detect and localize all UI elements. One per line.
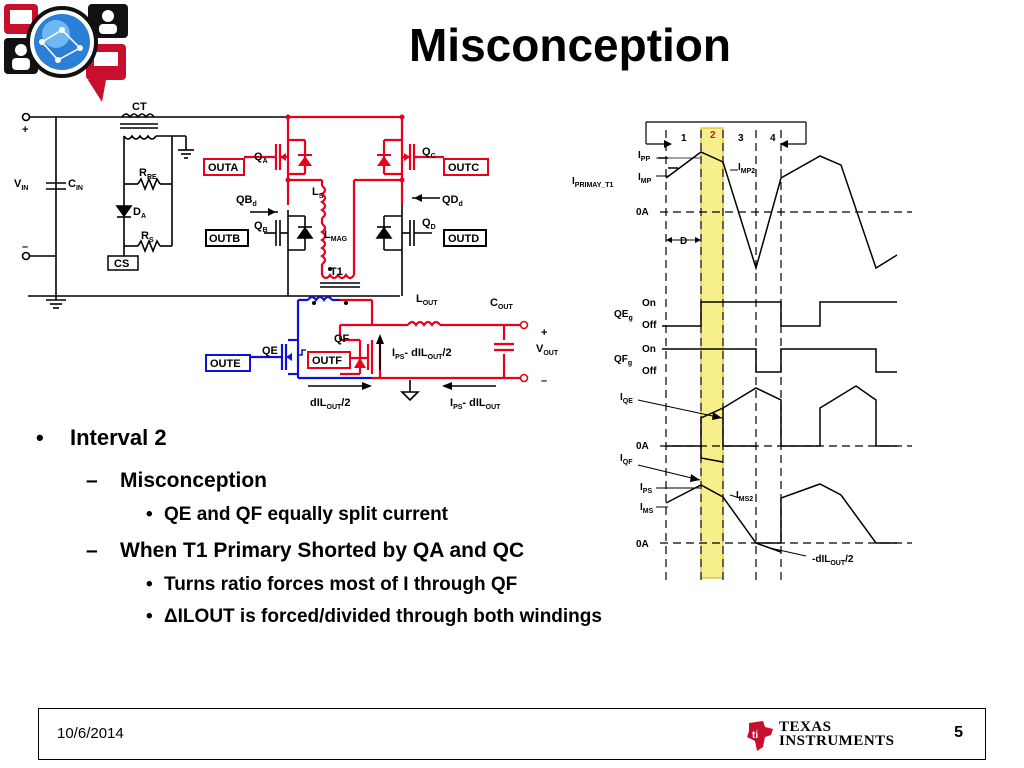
zero-a-label-1: 0A: [636, 207, 649, 218]
interval-2-label: 2: [710, 130, 716, 141]
minus-out-label: –: [541, 375, 547, 387]
cs-label: CS: [114, 258, 129, 270]
qf-label: QF: [334, 333, 350, 345]
qd-label: QD: [422, 217, 436, 231]
rre-label: RRE: [139, 167, 157, 181]
iqe-label: IQE: [620, 392, 633, 405]
bullet-misconception: –Misconception: [86, 469, 268, 492]
outc-label: OUTC: [448, 162, 479, 174]
ims2-label: IMS2: [736, 490, 753, 503]
zero-a-label-2: 0A: [636, 441, 649, 452]
texas-instruments-logo: ti Texas Instruments: [743, 717, 894, 753]
plus-out-label: +: [541, 327, 547, 339]
qf-off-label: Off: [642, 366, 657, 377]
oute-label: OUTE: [210, 358, 241, 370]
qb-label: QB: [254, 220, 268, 234]
bullet-primary-shorted: –When T1 Primary Shorted by QA and QC: [86, 539, 525, 562]
texas-instruments-logo-icon: ti: [747, 721, 773, 751]
interval-3-label: 3: [738, 133, 744, 144]
lmag-label: LMAG: [324, 229, 348, 243]
outa-label: OUTA: [208, 162, 238, 174]
outd-label: OUTD: [448, 233, 479, 245]
iprimary-label: IPRIMAY_T1: [572, 176, 614, 189]
qbd-label: QBd: [236, 194, 257, 208]
page-number: 5: [954, 724, 963, 741]
outb-label: OUTB: [209, 233, 240, 245]
qf-on-label: On: [642, 344, 656, 355]
qeg-label: QEg: [614, 309, 633, 322]
cout-label: COUT: [490, 297, 513, 311]
zero-a-label-3: 0A: [636, 539, 649, 550]
dilout-wave-label: -dILOUT/2: [812, 554, 854, 567]
da-label: DA: [133, 206, 146, 220]
bullet-delta-ilout: •ΔILOUT is forced/divided through both w…: [146, 606, 602, 627]
timing-waveforms: 1 2 3 4 IPP IMP2 I: [572, 121, 912, 580]
ips-dilout-half-label: IPS- dILOUT/2: [392, 347, 452, 361]
dilout-half-label: dILOUT/2: [310, 397, 350, 411]
imp-label: IMP: [638, 172, 652, 185]
svg-text:ti: ti: [752, 730, 758, 741]
slide-footer: 10/6/2014 ti Texas Instruments 5: [38, 708, 986, 760]
dead-time-label: D: [680, 236, 687, 247]
outf-label: OUTF: [312, 355, 342, 367]
qe-on-label: On: [642, 298, 656, 309]
slide-title: Misconception: [408, 19, 732, 71]
t1-label: T1: [330, 266, 343, 278]
qa-label: QA: [254, 151, 268, 165]
interval-4-label: 4: [770, 133, 776, 144]
bullet-turns-ratio: •Turns ratio forces most of I through QF: [146, 574, 518, 595]
ips-dilout-label: IPS- dILOUT: [450, 397, 501, 411]
ims-label: IMS: [640, 502, 654, 515]
qe-off-label: Off: [642, 320, 657, 331]
qe-label: QE: [262, 345, 278, 357]
circuit-schematic: CT + – VIN CIN RRE DA RS CS QA QB QC QD …: [14, 101, 559, 411]
imp2-label: IMP2: [738, 162, 755, 175]
ls-label: LS: [312, 186, 324, 200]
logo-line-2: Instruments: [779, 733, 895, 749]
bullet-interval-2: •Interval 2: [36, 425, 167, 450]
qc-label: QC: [422, 146, 436, 160]
ips-label: IPS: [640, 482, 652, 495]
ct-label: CT: [132, 101, 147, 113]
qfg-label: QFg: [614, 354, 632, 367]
bullet-equal-split: •QE and QF equally split current: [146, 504, 448, 525]
lout-label: LOUT: [416, 293, 438, 307]
footer-date: 10/6/2014: [57, 725, 124, 742]
iqf-label: IQF: [620, 453, 633, 466]
qdd-label: QDd: [442, 194, 463, 208]
rs-label: RS: [141, 230, 154, 244]
ipp-label: IPP: [638, 150, 650, 163]
vout-label: VOUT: [536, 343, 559, 357]
plus-in-label: +: [22, 124, 28, 136]
cin-label: CIN: [68, 178, 83, 192]
minus-in-label: –: [22, 241, 28, 253]
logo-line-1: Texas: [779, 719, 832, 735]
vin-label: VIN: [14, 178, 28, 192]
network-logo-icon: [4, 4, 128, 102]
interval-1-label: 1: [681, 133, 687, 144]
